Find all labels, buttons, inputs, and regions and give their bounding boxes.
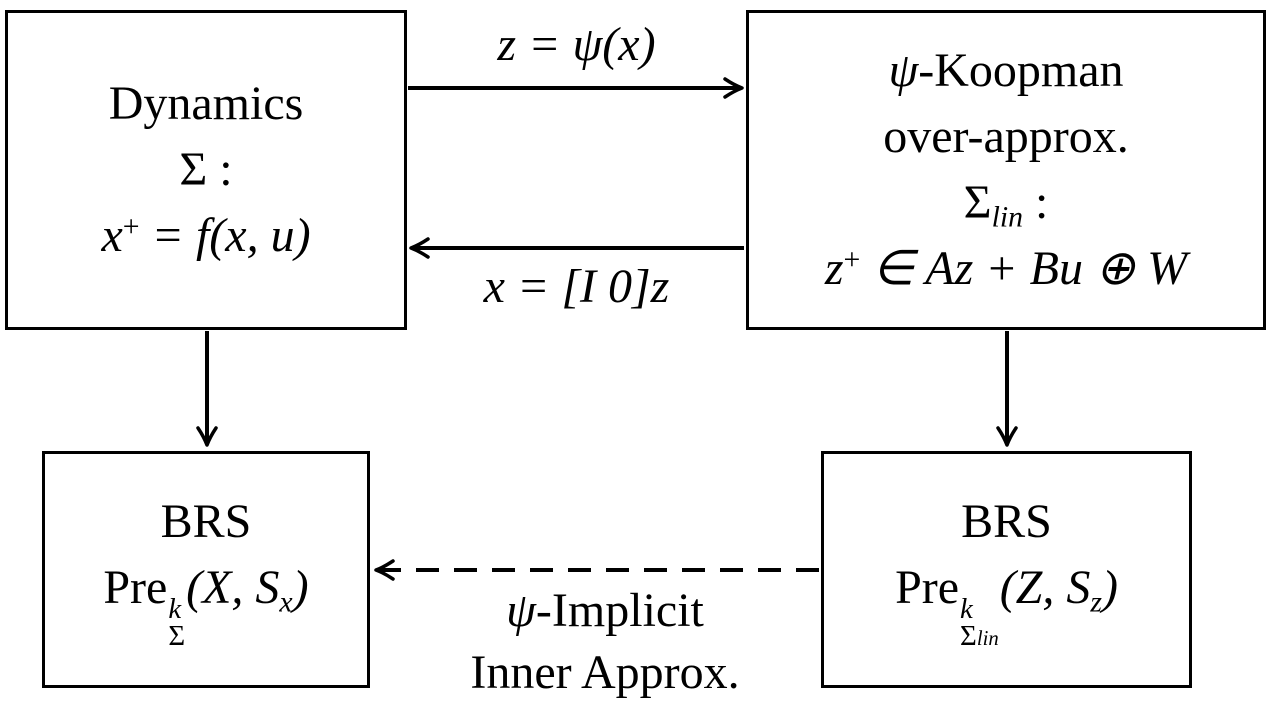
eq-x: x	[101, 209, 123, 263]
psi-symbol: ψ	[888, 43, 919, 97]
dynamics-equation: x+ = f(x, u)	[101, 203, 310, 269]
eq-rest: ∈ Az + Bu ⊕ W	[860, 242, 1188, 296]
sigma-lin-symbol: Σ	[963, 176, 992, 229]
args-open: (Z, S	[999, 560, 1091, 614]
dynamics-title: Dynamics	[108, 76, 304, 130]
pre-sub-sigma: Σ	[168, 620, 186, 653]
pre-operator: Pre	[895, 560, 960, 614]
pre-sub-sigma-lin: Σlin	[960, 620, 999, 653]
implicit-approx-label: ψ-Implicit Inner Approx.	[395, 580, 815, 705]
args-open: (X, S	[186, 560, 280, 614]
koopman-equation: z+ ∈ Az + Bu ⊕ W	[825, 236, 1187, 302]
sigma-lin-colon: :	[1023, 176, 1049, 229]
lift-arrow-label: z = ψ(x)	[497, 18, 656, 71]
args-sub-z: z	[1090, 585, 1102, 619]
args-close: )	[292, 560, 309, 614]
eq-z: z	[824, 242, 844, 296]
lin-part: lin	[976, 628, 999, 651]
args-close: )	[1101, 560, 1118, 614]
eq-plus-sup: +	[122, 210, 140, 244]
brs-z-title: BRS	[961, 494, 1052, 548]
pre-sup-k: k	[168, 592, 182, 625]
sigma-symbol: Σ	[179, 142, 208, 196]
sigma-part: Σ	[960, 620, 977, 653]
dynamics-box: Dynamics Σ : x+ = f(x, u)	[5, 10, 407, 330]
koopman-title: ψ-Koopman	[888, 38, 1123, 104]
implicit-text: -Implicit	[535, 584, 704, 637]
eq-plus-sup: +	[843, 243, 861, 277]
implicit-label-line2: Inner Approx.	[470, 646, 740, 700]
pre-operator: Pre	[103, 560, 168, 614]
sigma-colon: :	[207, 142, 233, 196]
psi-symbol: ψ	[506, 584, 536, 637]
implicit-label-line1: ψ-Implicit	[395, 580, 815, 642]
koopman-box: ψ-Koopman over-approx. Σlin : z+ ∈ Az + …	[746, 10, 1266, 330]
sigma-lin-sub: lin	[991, 200, 1023, 234]
eq-rest: = f(x, u)	[139, 209, 311, 263]
pre-sup-k: k	[960, 592, 973, 625]
koopman-subtitle: over-approx.	[883, 109, 1129, 163]
koopman-title-text: -Koopman	[918, 43, 1124, 97]
koopman-sigma-line: Σlin :	[964, 170, 1049, 236]
args-sub-x: x	[279, 585, 293, 619]
brs-x-title: BRS	[160, 494, 252, 548]
dynamics-sigma-line: Σ :	[179, 137, 232, 203]
projection-arrow-label: x = [I 0]z	[483, 260, 670, 313]
